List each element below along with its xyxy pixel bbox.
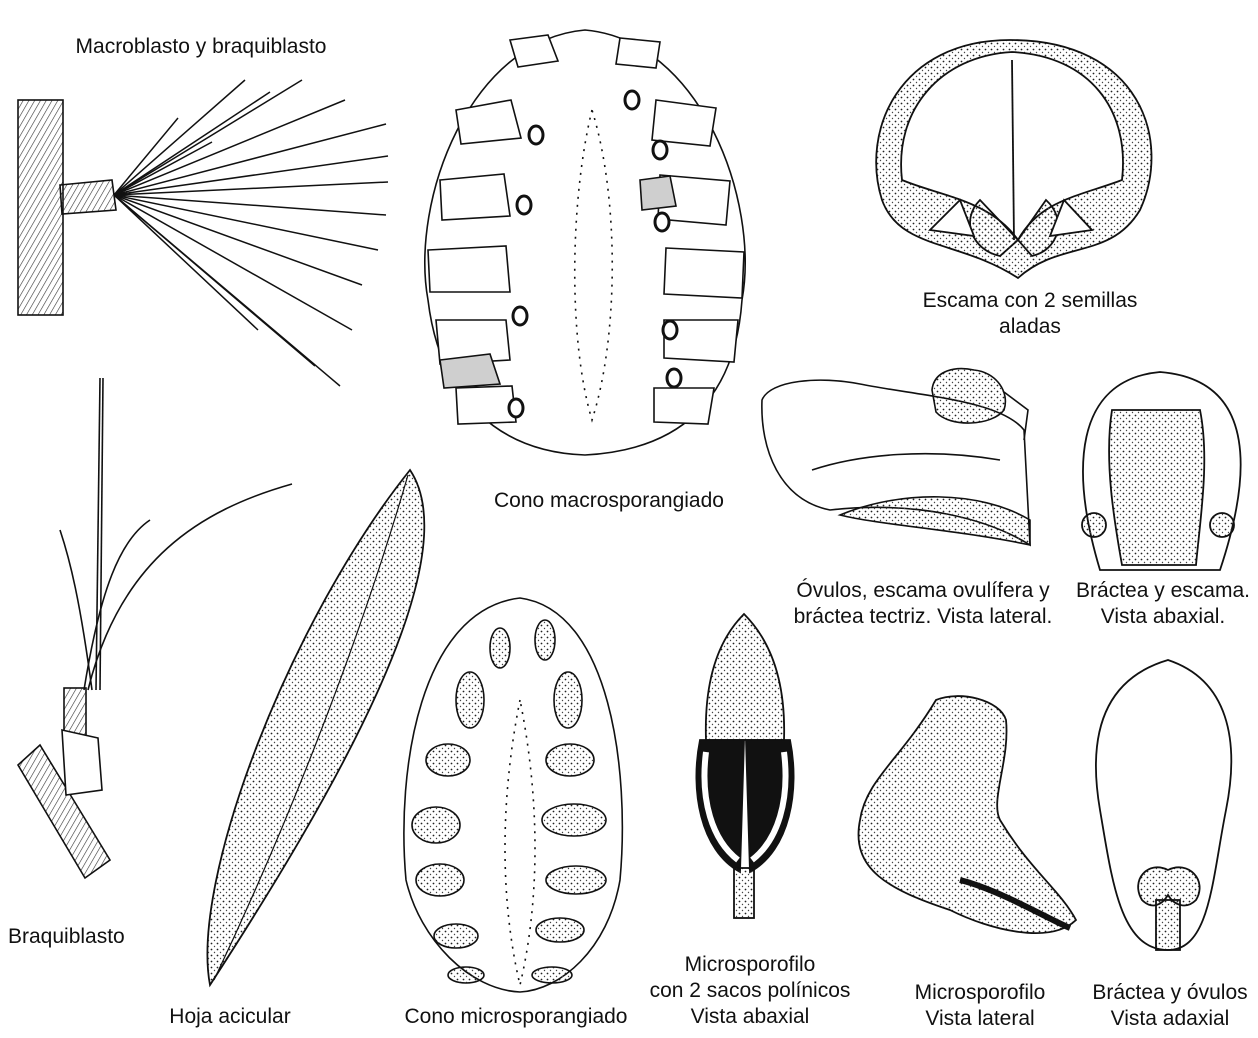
label-bractea-ovulos-line2: Vista adaxial (1082, 1006, 1258, 1032)
label-ovulos: Óvulos, escama ovulífera y bráctea tectr… (778, 578, 1068, 630)
label-hoja: Hoja acicular (150, 1004, 310, 1030)
microsporofilo-lateral-drawing (858, 696, 1076, 933)
label-micro-abaxial: Microsporofilo con 2 sacos polínicos Vis… (636, 952, 864, 1030)
label-braquiblasto-text: Braquiblasto (8, 924, 138, 950)
microsporofilo-abaxial-drawing (696, 614, 793, 918)
label-bractea-escama-line1: Bráctea y escama. (1068, 578, 1258, 604)
label-cono-micro-text: Cono microsporangiado (392, 1004, 640, 1030)
ovulos-lateral-drawing (762, 369, 1030, 545)
label-micro-abaxial-line2: con 2 sacos polínicos (636, 978, 864, 1004)
label-escama-line2: aladas (900, 314, 1160, 340)
label-macroblasto-text: Macroblasto y braquiblasto (62, 34, 340, 60)
label-macroblasto: Macroblasto y braquiblasto (62, 34, 340, 60)
label-cono-micro: Cono microsporangiado (392, 1004, 640, 1030)
label-hoja-text: Hoja acicular (150, 1004, 310, 1030)
label-cono-macro: Cono macrosporangiado (478, 488, 740, 514)
label-bractea-escama: Bráctea y escama. Vista abaxial. (1068, 578, 1258, 630)
label-micro-lateral-line1: Microsporofilo (890, 980, 1070, 1006)
label-micro-abaxial-line3: Vista abaxial (636, 1004, 864, 1030)
label-bractea-ovulos-line1: Bráctea y óvulos (1082, 980, 1258, 1006)
label-bractea-ovulos: Bráctea y óvulos Vista adaxial (1082, 980, 1258, 1032)
macroblasto-drawing (18, 80, 388, 386)
label-ovulos-line2: bráctea tectriz. Vista lateral. (778, 604, 1068, 630)
label-bractea-escama-line2: Vista abaxial. (1068, 604, 1258, 630)
cono-micro-drawing (404, 598, 622, 992)
cono-macro-drawing (425, 30, 745, 455)
label-escama: Escama con 2 semillas aladas (900, 288, 1160, 340)
label-cono-macro-text: Cono macrosporangiado (478, 488, 740, 514)
label-micro-abaxial-line1: Microsporofilo (636, 952, 864, 978)
label-ovulos-line1: Óvulos, escama ovulífera y (778, 578, 1068, 604)
bractea-escama-drawing (1082, 372, 1241, 570)
label-braquiblasto: Braquiblasto (8, 924, 138, 950)
bractea-ovulos-drawing (1096, 660, 1231, 950)
hoja-drawing (207, 470, 424, 985)
escama-drawing (876, 40, 1151, 278)
label-micro-lateral: Microsporofilo Vista lateral (890, 980, 1070, 1032)
label-escama-line1: Escama con 2 semillas (900, 288, 1160, 314)
label-micro-lateral-line2: Vista lateral (890, 1006, 1070, 1032)
